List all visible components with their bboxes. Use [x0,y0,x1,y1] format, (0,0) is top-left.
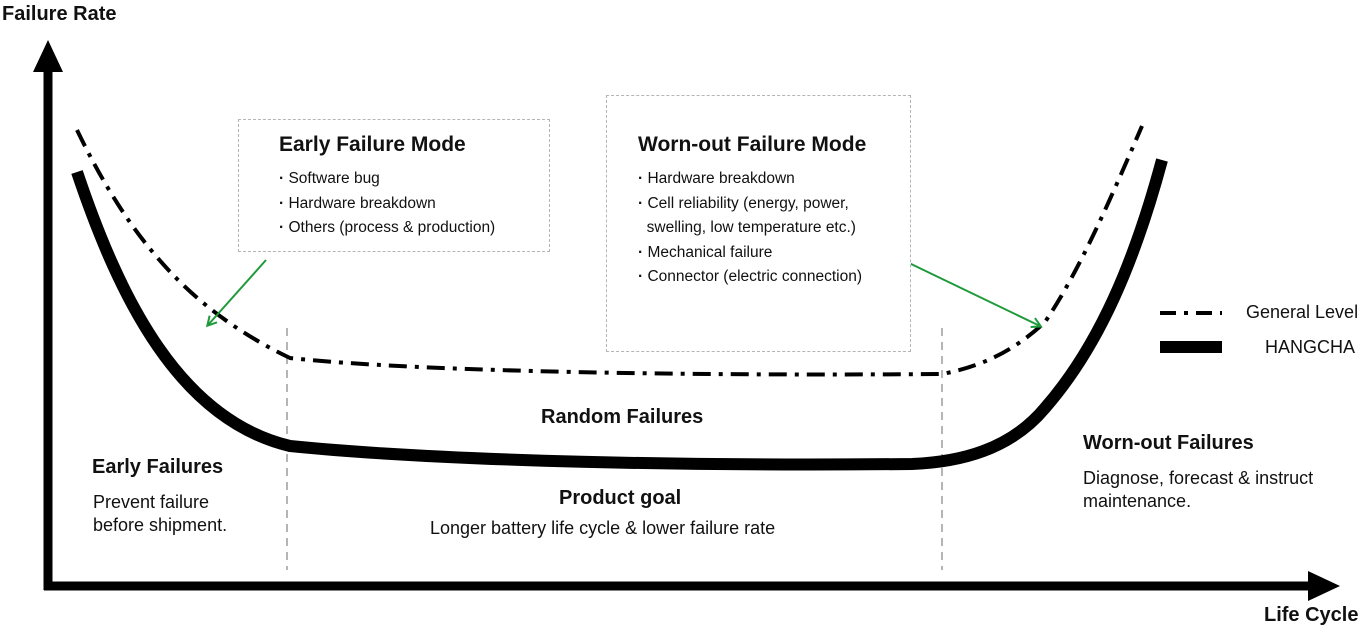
wornout-failure-mode-list: Hardware breakdown Cell reliability (ene… [638,167,862,290]
y-axis-label: Failure Rate [2,3,117,25]
list-item: Hardware breakdown [279,192,495,217]
wornout-failures-text-line-2: maintenance. [1083,491,1192,511]
early-failures-text-line-1: Prevent failure [93,492,210,512]
random-failures-label: Random Failures [541,406,704,428]
list-item: Hardware breakdown [638,167,862,192]
wornout-failures-title: Worn-out Failures [1083,432,1254,454]
x-axis-arrowhead [1308,571,1340,601]
legend-hangcha-label: HANGCHA [1265,337,1356,357]
list-item: Connector (electric connection) [638,265,862,290]
wornout-failure-mode-title: Worn-out Failure Mode [638,133,867,156]
wornout-failures-text-line-1: Diagnose, forecast & instruct [1083,468,1314,488]
general-level-curve [75,125,1144,377]
x-axis-label: Life Cycle [1264,604,1359,626]
hangcha-curve [71,158,1168,471]
product-goal-text: Longer battery life cycle & lower failur… [430,518,776,538]
list-item: Others (process & production) [279,216,495,241]
wornout-failure-mode-box: Worn-out Failure Mode Hardware breakdown… [606,95,911,352]
product-goal-title: Product goal [559,487,682,509]
early-failure-mode-box: Early Failure Mode Software bug Hardware… [238,119,550,252]
early-failure-mode-title: Early Failure Mode [279,133,466,156]
wornout-mode-arrow [908,262,1040,326]
list-item: Cell reliability (energy, power, [638,192,862,217]
list-item: swelling, low temperature etc.) [646,219,856,236]
list-item: Mechanical failure [638,241,862,266]
early-failure-mode-list: Software bug Hardware breakdown Others (… [279,167,495,241]
early-failures-title: Early Failures [92,456,224,478]
legend-general-label: General Level [1246,302,1359,322]
early-mode-arrow [208,259,267,325]
y-axis-arrowhead [33,40,63,72]
list-item: Software bug [279,167,495,192]
early-failures-text-line-2: before shipment. [93,515,228,535]
